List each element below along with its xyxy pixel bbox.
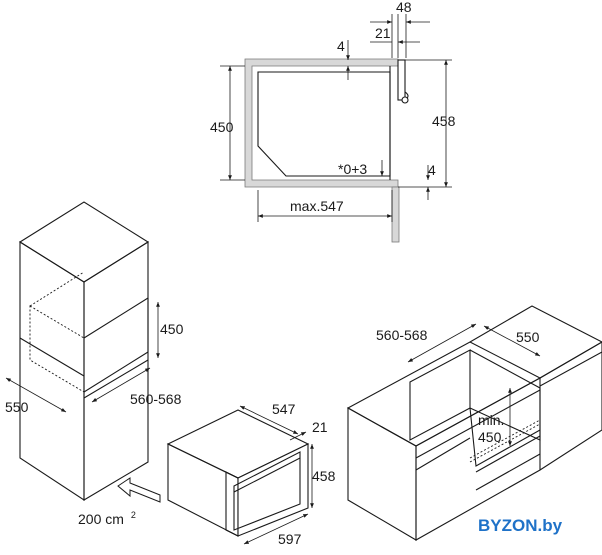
- appliance-dim-21-label: 21: [312, 419, 328, 435]
- dim-0-3-label: *0+3: [338, 161, 367, 177]
- top-section-drawing: 450 458 max.547 48 21 4 *0+3 4: [210, 0, 456, 243]
- base-dim-min-label: min.: [478, 412, 504, 428]
- vent-area-value: 200 cm: [78, 511, 124, 527]
- vent-area-sup: 2: [131, 510, 136, 520]
- wall-right-strip: [391, 186, 400, 243]
- appliance-dim-547-label: 547: [272, 401, 296, 417]
- dim-450-label: 450: [210, 119, 234, 135]
- vent-area-label: 200 cm 2: [78, 510, 136, 527]
- appliance-dim-597-label: 597: [278, 531, 302, 547]
- air-vent-arrow: [117, 477, 161, 503]
- appliance-dim-458-label: 458: [312, 468, 336, 484]
- base-dim-450-label: 450: [478, 429, 502, 445]
- base-dim-550-label: 550: [516, 329, 540, 345]
- watermark-logo: BYZON.by: [478, 516, 563, 535]
- appliance-unit: 547 21 458 597 200 cm 2: [78, 401, 336, 547]
- dim-21-label: 21: [375, 25, 391, 41]
- tall-dim-550-label: 550: [5, 399, 29, 415]
- oven-profile: [257, 71, 391, 177]
- dim-458-label: 458: [432, 113, 456, 129]
- dim-4-top-label: 4: [337, 38, 345, 54]
- base-cabinet-run: 560-568 550 min. 450: [346, 305, 602, 541]
- base-dim-560-568-label: 560-568: [376, 327, 428, 343]
- dim-48-label: 48: [396, 0, 412, 15]
- tall-cabinet: 450 550 560-568: [5, 201, 184, 502]
- dim-4-bottom-label: 4: [428, 162, 436, 178]
- tall-dim-560-568-label: 560-568: [130, 391, 182, 407]
- tall-dim-450-label: 450: [160, 321, 184, 337]
- niche-wall: [244, 58, 399, 188]
- dim-max547-label: max.547: [290, 198, 344, 214]
